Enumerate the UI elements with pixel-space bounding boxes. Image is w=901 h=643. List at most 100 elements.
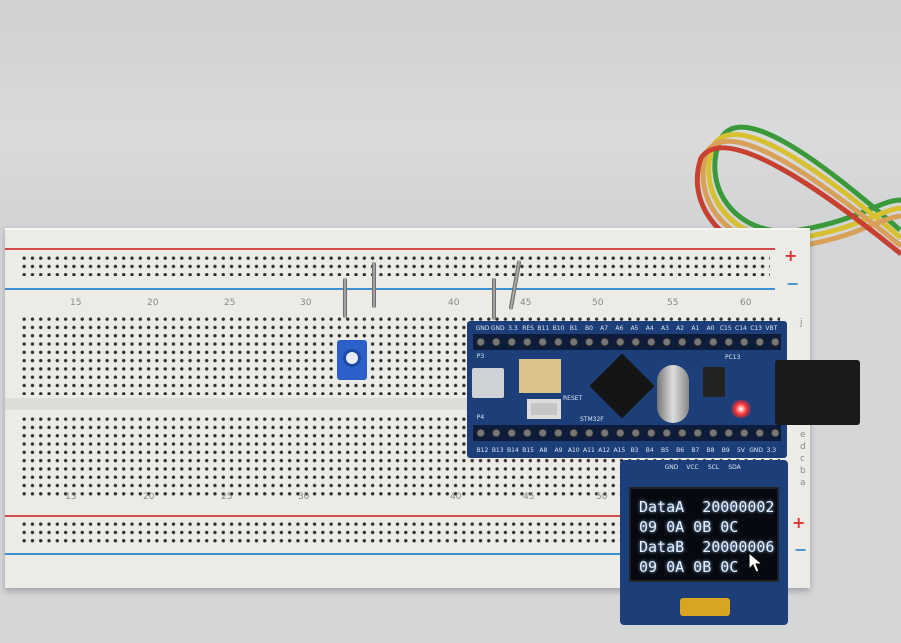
pin-label: B6 (676, 447, 685, 454)
pin-label: GND (475, 325, 490, 332)
pin-label: A10 (567, 447, 580, 454)
power-rail-holes-top[interactable] (20, 254, 770, 276)
pin-label: B13 (491, 447, 504, 454)
power-led (730, 400, 752, 418)
pin-label: C15 (719, 325, 732, 332)
regulator (703, 367, 725, 397)
pc13-label: PC13 (725, 354, 741, 361)
oled-line: DataB 20000006 (639, 538, 775, 556)
reset-label: RESET (563, 395, 583, 402)
pin-label: C13 (750, 325, 763, 332)
column-number: 20 (147, 298, 159, 308)
pin-label: 5V (736, 447, 745, 454)
column-number: 45 (520, 298, 532, 308)
row-letter: b (800, 466, 806, 476)
row-letter: d (800, 442, 806, 452)
pin-label: A0 (706, 325, 715, 332)
potentiometer-knob[interactable] (343, 349, 361, 367)
top-pin-header (473, 334, 781, 350)
background-wall (0, 0, 901, 230)
chip-label: STM32F (580, 416, 604, 423)
plus-sign-bottom: + (792, 513, 806, 532)
jumper-pin (492, 278, 496, 320)
pin-label: VBT (765, 325, 778, 332)
column-number: 50 (596, 492, 608, 502)
oled-pin-labels: GND VCC SCL SDA (664, 464, 742, 471)
column-number: 30 (300, 298, 312, 308)
power-rail-red-line-bottom (5, 515, 775, 517)
pin-label: VCC (686, 464, 699, 471)
micro-usb-port[interactable] (472, 368, 504, 398)
column-number: 20 (143, 492, 155, 502)
pin-label: B15 (522, 447, 534, 454)
pin-label: B12 (476, 447, 489, 454)
row-letter: c (800, 454, 805, 464)
oled-module: GND VCC SCL SDA DataA 20000002 09 0A 0B … (620, 460, 788, 625)
pin-label: B8 (706, 447, 715, 454)
power-rail-blue-line (5, 288, 775, 290)
column-number: 60 (740, 298, 752, 308)
pin-label: A12 (598, 447, 610, 454)
pin-label: A4 (645, 325, 654, 332)
pin-label: B0 (584, 325, 593, 332)
pin-label: A1 (691, 325, 700, 332)
debugger-connector (775, 360, 860, 425)
bottom-pin-header (473, 425, 781, 441)
column-number: 15 (65, 492, 77, 502)
column-number: 25 (224, 298, 236, 308)
pin-label: A11 (583, 447, 595, 454)
pin-label: B4 (645, 447, 654, 454)
pin-label: 3.3 (508, 325, 518, 332)
pin-label: GND (664, 464, 679, 471)
pin-label: B7 (691, 447, 700, 454)
pin-label: B9 (721, 447, 730, 454)
row-letter: a (800, 478, 806, 488)
pin-label: C14 (735, 325, 747, 332)
pin-label: A3 (660, 325, 669, 332)
column-number: 50 (592, 298, 604, 308)
pin-label: A7 (600, 325, 609, 332)
jumper-pin (343, 278, 347, 318)
pin-label: A6 (615, 325, 624, 332)
minus-sign-bottom: − (794, 540, 808, 559)
power-rail-blue-line-bottom (5, 553, 775, 555)
pin-label: GND (490, 325, 505, 332)
column-number: 45 (523, 492, 535, 502)
row-letter: e (800, 430, 806, 440)
jumper-pin (372, 262, 376, 308)
power-rail-red-line (5, 248, 775, 250)
potentiometer[interactable] (337, 340, 367, 380)
crystal-oscillator (657, 365, 689, 423)
column-number: 25 (221, 492, 233, 502)
reset-button[interactable] (527, 399, 561, 419)
mouse-cursor-icon (748, 552, 764, 573)
pin-label: A8 (539, 447, 548, 454)
pin-label: B11 (537, 325, 550, 332)
row-letter: j (800, 318, 803, 328)
column-number: 40 (448, 298, 460, 308)
column-number: 55 (667, 298, 679, 308)
minus-sign-top: − (786, 274, 800, 293)
row-letters-bottom: e d c b a (800, 430, 806, 488)
pin-label: B14 (507, 447, 519, 454)
p4-label: P4 (476, 414, 485, 421)
p3-label: P3 (476, 353, 485, 360)
pin-label: SCL (707, 464, 720, 471)
pin-label: A9 (554, 447, 563, 454)
oled-line: 09 0A 0B 0C (639, 518, 739, 536)
column-number: 30 (298, 492, 310, 502)
boot-jumpers[interactable] (519, 359, 561, 393)
oled-line: DataA 20000002 (639, 498, 775, 516)
plus-sign-top: + (784, 246, 798, 265)
pin-label: B3 (630, 447, 639, 454)
pin-label: GND (749, 447, 764, 454)
pin-label: B5 (660, 447, 669, 454)
flex-cable (680, 598, 730, 616)
pin-label: B1 (569, 325, 578, 332)
pin-label: A15 (613, 447, 626, 454)
mcu-chip (589, 353, 655, 419)
pin-label: SDA (728, 464, 741, 471)
jumper-wires (694, 124, 901, 258)
